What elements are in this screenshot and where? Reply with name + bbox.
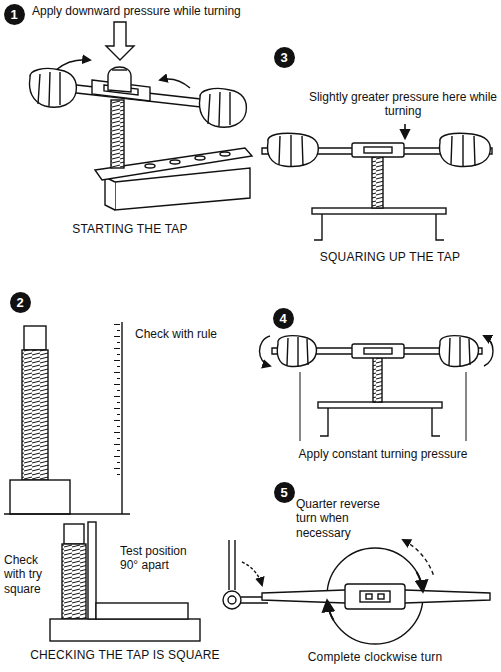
clockwise-turn-drawing [262, 540, 490, 644]
starting-tap-drawing [30, 22, 252, 210]
turning-tap-drawing [318, 402, 442, 408]
checking-tap-drawing [50, 619, 200, 641]
starting-tap-drawing [30, 68, 77, 107]
instruction-label: Apply downward pressure while turning [32, 4, 262, 18]
turning-tap-drawing [287, 337, 308, 367]
turning-tap-drawing [260, 336, 271, 366]
step-caption: SQUARING UP THE TAP [300, 250, 480, 264]
instruction-label: Test position 90° apart [120, 544, 208, 573]
squaring-tap-drawing [279, 135, 303, 167]
turning-tap-drawing [352, 344, 404, 358]
checking-tap-drawing [88, 522, 96, 619]
clockwise-turn-drawing [327, 601, 333, 620]
instruction-label: Quarter reverse turn when necessary [296, 497, 394, 540]
step-number-circle: 2 [10, 292, 31, 313]
turning-tap-drawing [439, 336, 478, 367]
turning-tap-drawing [320, 408, 440, 436]
checking-tap-drawing [10, 480, 70, 514]
squaring-tap-drawing [451, 135, 475, 167]
instruction-label: Check with try square [4, 553, 58, 596]
clockwise-turn-drawing [360, 591, 390, 602]
step-number-circle: 1 [4, 4, 25, 25]
checking-tap-drawing [62, 544, 86, 619]
squaring-tap-drawing [352, 143, 404, 157]
squaring-tap-drawing [314, 214, 444, 240]
step-caption: Complete clockwise turn [300, 650, 450, 664]
step-caption: CHECKING THE TAP IS SQUARE [10, 648, 240, 662]
starting-tap-drawing [108, 67, 131, 92]
step-number-circle: 3 [274, 47, 295, 68]
starting-tap-drawing [56, 60, 90, 70]
turning-tap-drawing [260, 336, 494, 441]
squaring-tap-drawing [404, 124, 406, 138]
turning-tap-drawing [484, 336, 493, 366]
step-number: 5 [280, 486, 287, 499]
step-number: 3 [280, 51, 287, 64]
step-caption: STARTING THE TAP [40, 222, 220, 236]
turning-tap-drawing [373, 354, 382, 402]
checking-tap-drawing [121, 322, 122, 514]
checking-tap-drawing [229, 540, 235, 590]
starting-tap-drawing [200, 88, 247, 127]
clockwise-turn-drawing [378, 594, 384, 599]
squaring-tap-drawing [312, 208, 446, 214]
clockwise-turn-drawing [345, 584, 405, 609]
turning-tap-drawing [449, 337, 470, 367]
instruction-label: Apply constant turning pressure [283, 447, 483, 461]
checking-tap-drawing [242, 562, 262, 585]
starting-tap-drawing [195, 156, 205, 160]
starting-tap-drawing [145, 164, 155, 168]
starting-tap-drawing [170, 160, 180, 164]
starting-tap-drawing [38, 72, 60, 106]
checking-tap-drawing [96, 603, 188, 619]
step-number: 1 [10, 8, 17, 21]
clockwise-turn-drawing [262, 590, 490, 603]
clockwise-turn-drawing [417, 572, 423, 591]
clockwise-turn-drawing [366, 594, 372, 599]
starting-tap-drawing [112, 69, 127, 70]
starting-tap-drawing [106, 22, 134, 60]
step-number: 2 [16, 296, 23, 309]
checking-tap-drawing [223, 591, 241, 609]
starting-tap-drawing [105, 177, 115, 210]
squaring-tap-drawing [364, 147, 392, 153]
starting-tap-drawing [220, 152, 230, 156]
squaring-tap-drawing [262, 124, 492, 240]
turning-tap-drawing [364, 348, 392, 354]
checking-tap-drawing [4, 322, 268, 641]
checking-tap-drawing [22, 350, 48, 480]
checking-tap-drawing [228, 596, 236, 604]
clockwise-turn-drawing [403, 540, 433, 575]
starting-tap-drawing [160, 79, 190, 88]
turning-tap-drawing [300, 372, 466, 441]
checking-tap-drawing [112, 322, 122, 480]
turning-tap-drawing [277, 336, 316, 367]
squaring-tap-drawing [268, 133, 319, 166]
checking-tap-drawing [64, 524, 84, 544]
squaring-tap-drawing [440, 133, 491, 166]
instruction-label: Slightly greater pressure here while tur… [308, 90, 498, 119]
instruction-label: Check with rule [135, 327, 245, 341]
step-number: 4 [279, 312, 286, 325]
starting-tap-drawing [208, 92, 230, 126]
step-number-circle: 5 [274, 482, 295, 503]
starting-tap-drawing [111, 100, 124, 168]
checking-tap-drawing [4, 513, 130, 514]
squaring-tap-drawing [372, 150, 383, 208]
checking-tap-drawing [24, 326, 46, 350]
step-number-circle: 4 [273, 308, 294, 329]
